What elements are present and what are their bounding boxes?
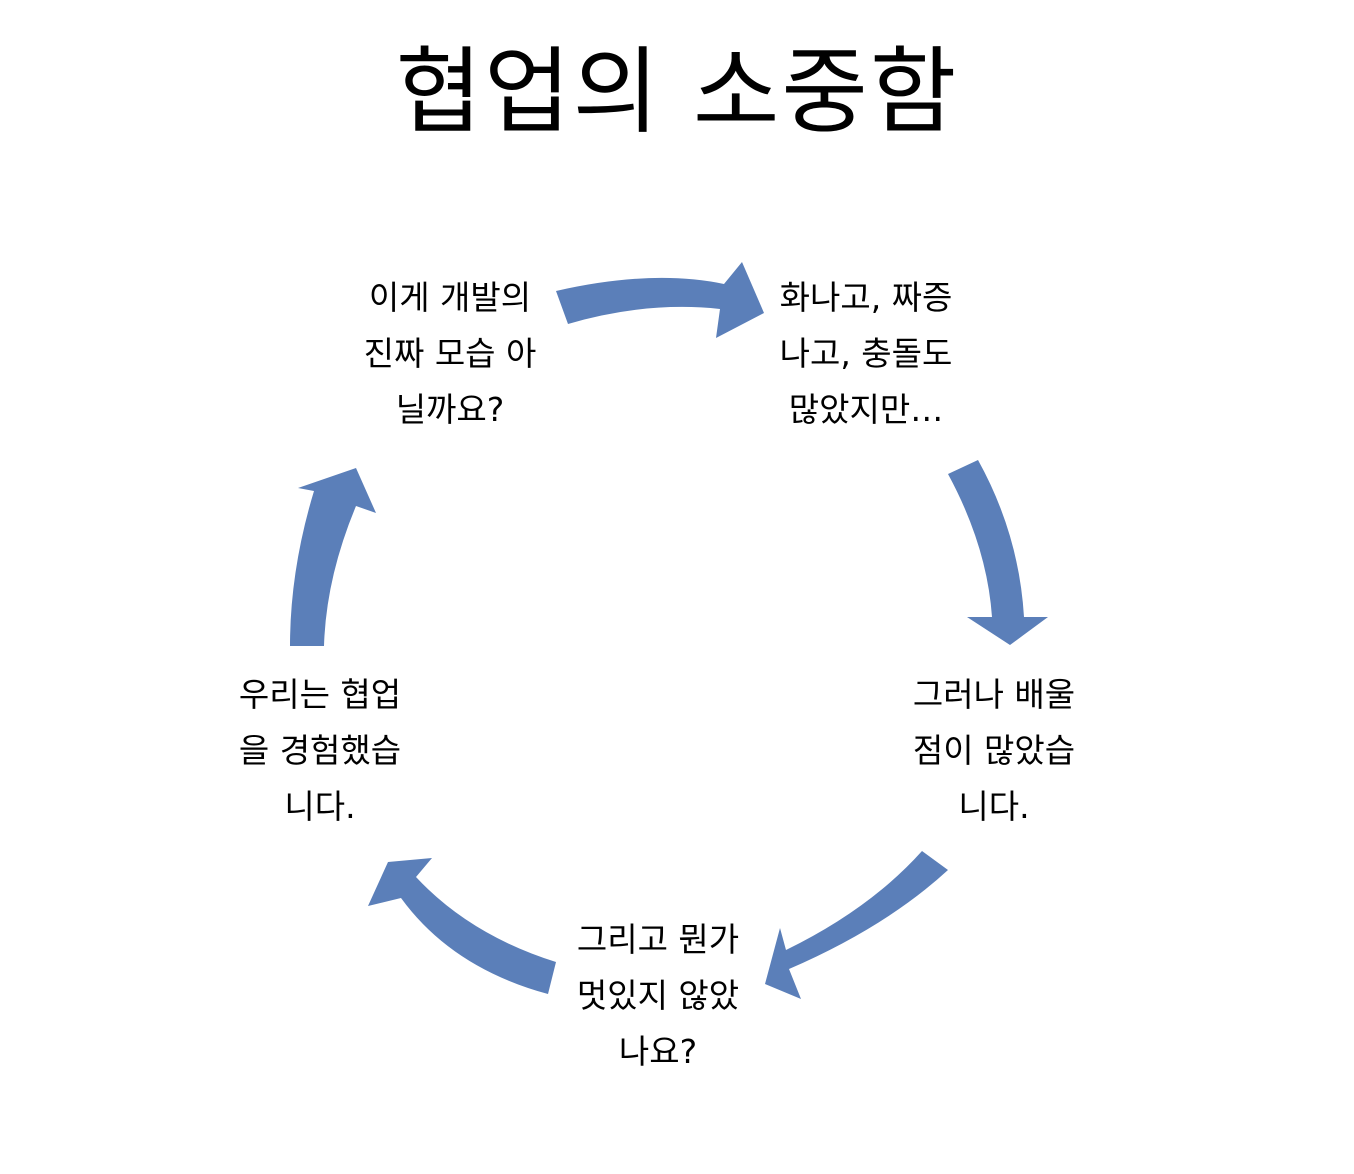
cycle-arrow-3 xyxy=(765,851,948,999)
cycle-node-2: 화나고, 짜증 나고, 충돌도 많았지만… xyxy=(779,278,953,429)
cycle-node-5: 우리는 협업 을 경험했습 니다. xyxy=(238,675,402,826)
cycle-arrow-4 xyxy=(368,858,556,994)
cycle-arrow-1 xyxy=(556,262,764,338)
cycle-node-3: 그러나 배울 점이 많았습 니다. xyxy=(912,675,1076,826)
cycle-arrow-5 xyxy=(290,468,376,646)
cycle-node-4: 그리고 뭔가 멋있지 않았 나요? xyxy=(576,920,740,1071)
cycle-node-1: 이게 개발의 진짜 모습 아 닐까요? xyxy=(363,278,537,429)
cycle-arrow-2 xyxy=(948,460,1048,645)
diagram-title: 협업의 소중함 xyxy=(395,38,959,147)
